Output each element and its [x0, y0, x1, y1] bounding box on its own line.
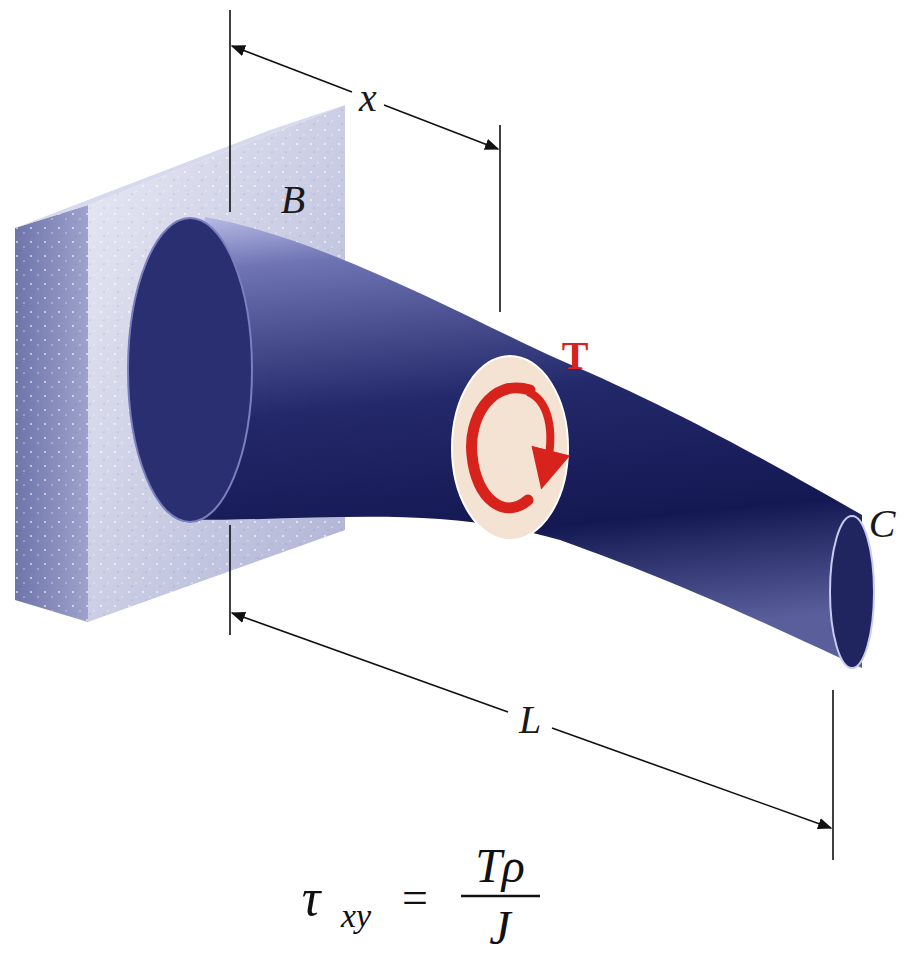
formula-symbol: τ — [302, 872, 321, 924]
formula-subscript: xy — [341, 899, 371, 933]
torque-label: T — [562, 336, 589, 376]
dimension-l — [230, 525, 833, 860]
formula-equals: = — [402, 875, 428, 921]
dimension-label: L — [516, 700, 544, 740]
fraction-bar — [461, 895, 540, 898]
formula-denominator: J — [489, 904, 510, 952]
tapered-shaft — [128, 217, 874, 668]
dimension-label: x — [356, 78, 380, 118]
point-label: B — [281, 180, 305, 220]
cross-section — [452, 356, 568, 540]
point-label: C — [869, 504, 896, 544]
dimension-x — [230, 10, 500, 312]
formula-numerator: Tρ — [475, 842, 525, 890]
